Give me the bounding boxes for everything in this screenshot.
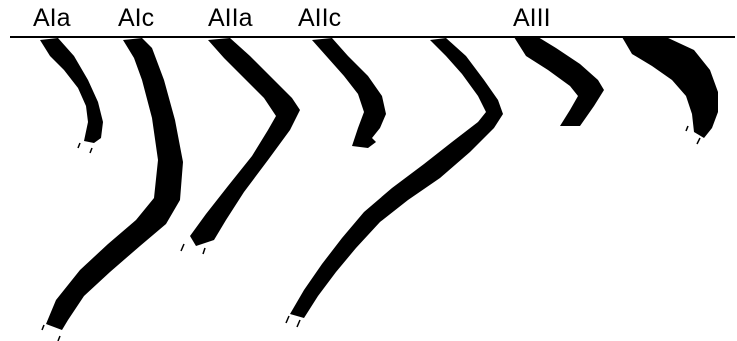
root-shape-aiii-short: [514, 37, 604, 126]
label-aic: AIc: [118, 4, 155, 32]
label-aiii: AIII: [513, 4, 551, 32]
label-aiic: AIIc: [298, 4, 342, 32]
root-shape-aic: [46, 38, 183, 330]
apex-marks-aiia: [180, 243, 206, 255]
apex-marks-aiii-wide: [685, 125, 701, 145]
label-aiia: AIIa: [208, 4, 253, 32]
apex-marks-aic: [41, 324, 61, 341]
root-shape-aiic: [312, 38, 386, 148]
root-shape-aia: [40, 38, 103, 143]
apex-marks-aiii-long: [285, 315, 301, 328]
root-shape-aiii-wide: [622, 37, 718, 138]
apex-marks-aia: [77, 142, 93, 154]
root-shape-aiii-long: [290, 38, 503, 318]
root-shape-aiia: [190, 38, 300, 246]
label-aia: AIa: [33, 4, 71, 32]
